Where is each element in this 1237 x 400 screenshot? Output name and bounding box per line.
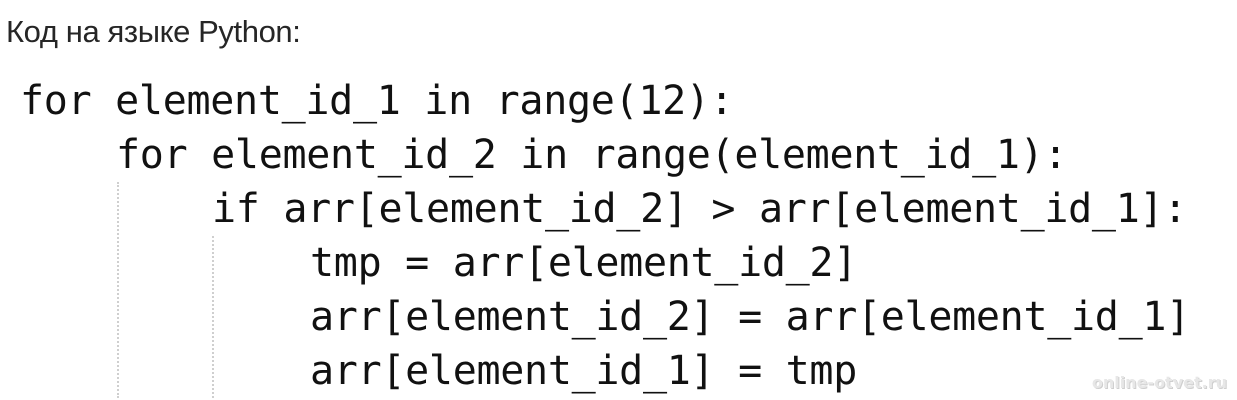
indent-guide-level-2 xyxy=(117,182,119,398)
code-line-4: tmp = arr[element_id_2] xyxy=(310,240,857,286)
indent-guide-level-3 xyxy=(212,236,214,398)
code-line-5: arr[element_id_2] = arr[element_id_1] xyxy=(310,294,1190,340)
code-line-1: for element_id_1 in range(12): xyxy=(20,78,734,124)
code-line-2: for element_id_2 in range(element_id_1): xyxy=(116,132,1068,178)
code-line-3: if arr[element_id_2] > arr[element_id_1]… xyxy=(212,186,1188,232)
code-heading: Код на языке Python: xyxy=(6,14,301,49)
site-watermark: online-otvet.ru xyxy=(1091,373,1227,392)
code-line-6: arr[element_id_1] = tmp xyxy=(310,348,857,394)
